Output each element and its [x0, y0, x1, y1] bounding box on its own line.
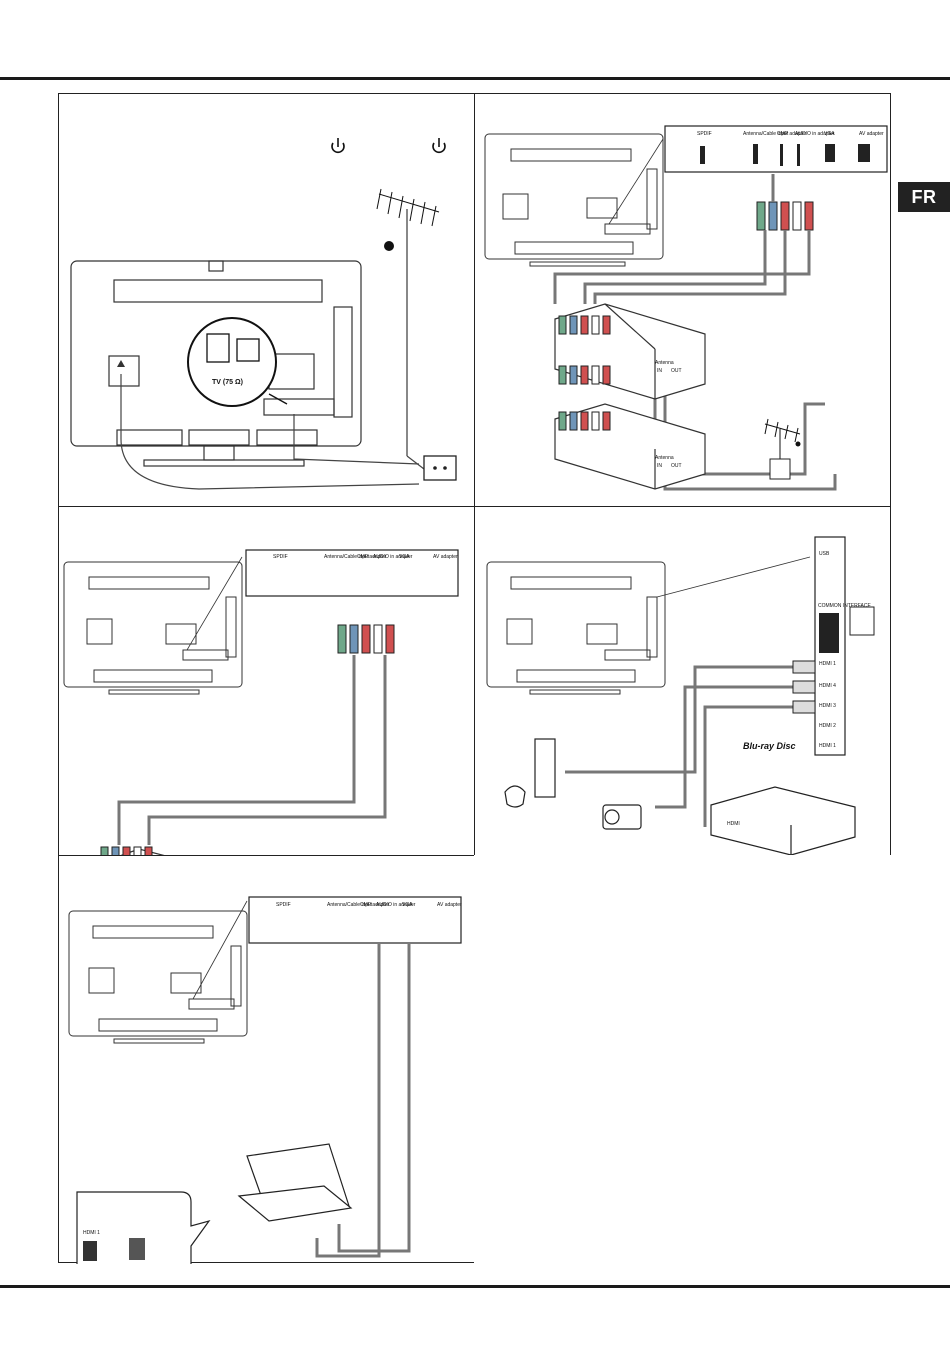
magnifier-circle [187, 317, 277, 407]
tv-back-outline [70, 260, 362, 467]
panel-component-single: SPDIF Antenna/Cable input CMP adapter AU… [58, 506, 475, 857]
component-diagram: SPDIF Antenna/Cable input CMP adapter AU… [484, 125, 888, 491]
hdmi-port-2: HDMI 4 [819, 683, 836, 689]
antenna-icon [764, 418, 801, 459]
ci-label: COMMON INTERFACE [818, 603, 871, 609]
av-label: AV adapter [437, 902, 462, 908]
power-icon-1 [331, 138, 345, 154]
vga-label: VGA [824, 131, 835, 137]
antenna-power-diagram: TV (75 Ω) [70, 138, 457, 490]
vga-connector-icon [129, 1238, 145, 1260]
hdmi-cables [565, 665, 795, 827]
box2-antenna-label: Antenna [655, 455, 674, 461]
language-tab: FR [898, 182, 950, 212]
vga-audio-cables [315, 944, 411, 1258]
tv-75-ohm-label: TV (75 Ω) [212, 379, 243, 386]
camcorder-icon [602, 804, 642, 830]
game-console-icon [504, 738, 556, 808]
hdmi-port-icon [83, 1241, 97, 1261]
tv-back-small [486, 561, 666, 695]
av-label: AV adapter [859, 131, 884, 137]
connector-strip [245, 549, 459, 597]
strip-connectors [700, 144, 870, 166]
spdif-label: SPDIF [697, 131, 712, 137]
rca-plugs-top [756, 201, 814, 231]
bluray-player [710, 786, 856, 856]
component-single-diagram: SPDIF Antenna/Cable input CMP adapter AU… [63, 549, 459, 857]
vga-label: VGA [399, 554, 410, 560]
cmp-label: CMP adapter [357, 554, 387, 560]
wall-socket-icon [423, 455, 457, 481]
hdmi-port-5: HDMI 1 [819, 743, 836, 749]
connector-strip [248, 896, 462, 944]
bluray-logo: Blu-ray Disc [743, 741, 796, 751]
box1-out-label: OUT [671, 368, 682, 374]
panel-pc-vga: SPDIF Antenna/Cable input CMP adapter AU… [58, 855, 475, 1264]
av-label: AV adapter [433, 554, 458, 560]
panel-component-boxes: SPDIF Antenna/Cable input CMP adapter AU… [474, 93, 891, 507]
bluray-hdmi-label: HDMI [727, 821, 740, 827]
laptop-icon [237, 1143, 353, 1222]
bottom-rule [0, 1285, 950, 1288]
usb-label: USB [819, 551, 830, 557]
arrow-icon [117, 360, 125, 367]
panel-hdmi-devices: USB COMMON INTERFACE HDMI 1 HDMI 4 HDMI … [474, 506, 891, 856]
hdmi-port-1: HDMI 1 [819, 661, 836, 667]
spdif-label: SPDIF [273, 554, 288, 560]
antenna-input-label: Antenna/Cable input [324, 554, 370, 560]
box2-out-label: OUT [671, 463, 682, 469]
ci-slot-icon [819, 613, 839, 653]
rca-plugs-top [337, 624, 395, 654]
panel-empty [474, 855, 891, 1263]
hdmi-callout [76, 1191, 211, 1264]
panel-antenna-power: TV (75 Ω) [58, 93, 475, 507]
tv-back-small [484, 133, 664, 267]
box1-antenna-label: Antenna [655, 360, 674, 366]
top-rule [0, 77, 950, 80]
cables-component [117, 655, 387, 845]
power-icon-2 [432, 138, 446, 154]
box2-in-label: IN [657, 463, 662, 469]
pc-vga-diagram: SPDIF Antenna/Cable input CMP adapter AU… [68, 896, 462, 1264]
hdmi-port-4: HDMI 2 [819, 723, 836, 729]
audio-in-label: AUDIO in adapter [376, 902, 416, 908]
diagram-grid: TV (75 Ω) [58, 93, 891, 1264]
cmp-label: CMP adapter [777, 131, 807, 137]
ci-card-icon [849, 606, 875, 636]
rca-plugs-middle [558, 365, 611, 385]
audio-in-label: AUDIO in adapter [373, 554, 413, 560]
cmp-label: CMP adapter [360, 902, 390, 908]
hdmi-plugs [792, 660, 816, 714]
box1-rca-row [558, 315, 611, 335]
antenna-input-label: Antenna/Cable input [327, 902, 373, 908]
hdmi-diagram: USB COMMON INTERFACE HDMI 1 HDMI 4 HDMI … [486, 536, 875, 856]
hdmi-port-3: HDMI 3 [819, 703, 836, 709]
hdmi-callout-label: HDMI 1 [83, 1230, 100, 1236]
vga-label: VGA [402, 902, 413, 908]
tv-back-small [63, 561, 243, 695]
tv-back-small [68, 910, 248, 1044]
audio-in-label: AUDIO in adapter [795, 131, 835, 137]
antenna-icon [376, 188, 440, 456]
box1-in-label: IN [657, 368, 662, 374]
power-cable [120, 374, 425, 490]
antenna-input-label: Antenna/Cable input [743, 131, 789, 137]
box2-rca-row [558, 411, 611, 431]
spdif-label: SPDIF [276, 902, 291, 908]
antenna-outlet-icon [769, 458, 791, 480]
